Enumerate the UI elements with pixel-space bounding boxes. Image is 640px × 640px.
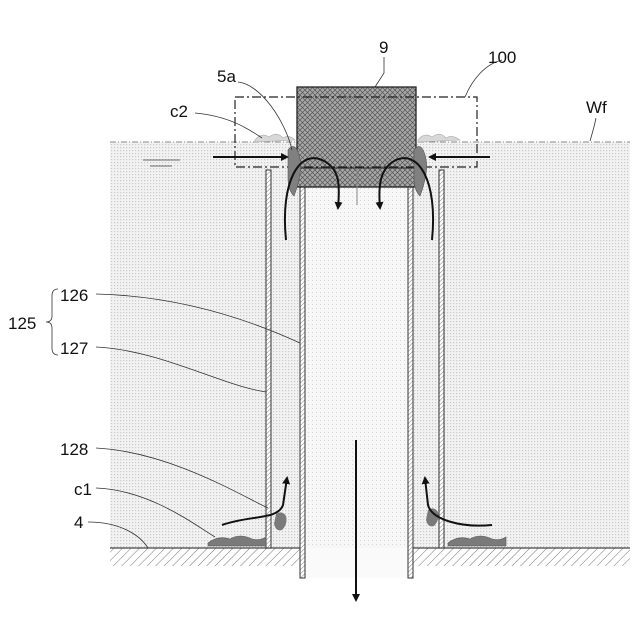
label-126: 126 [60,286,88,305]
inner-tube-right-wall [408,170,413,578]
label-128: 128 [60,440,88,459]
surface-scum-left [255,134,295,142]
label-127: 127 [60,339,88,358]
leader-c2 [195,113,262,138]
label-5a: 5a [217,67,236,86]
label-125: 125 [8,314,36,333]
surface-scum-right [418,134,460,142]
brace-125 [46,289,58,355]
leader-wf [590,118,596,141]
label-9: 9 [379,38,388,57]
label-100: 100 [488,48,516,67]
leader-9 [375,57,384,87]
label-4: 4 [74,513,83,532]
label-wf: Wf [586,98,607,117]
outer-tube-left-wall [266,170,271,548]
label-c1: c1 [74,480,92,499]
inner-tube-left-wall [300,170,305,578]
outer-tube-right-wall [439,170,444,548]
label-c2: c2 [170,102,188,121]
